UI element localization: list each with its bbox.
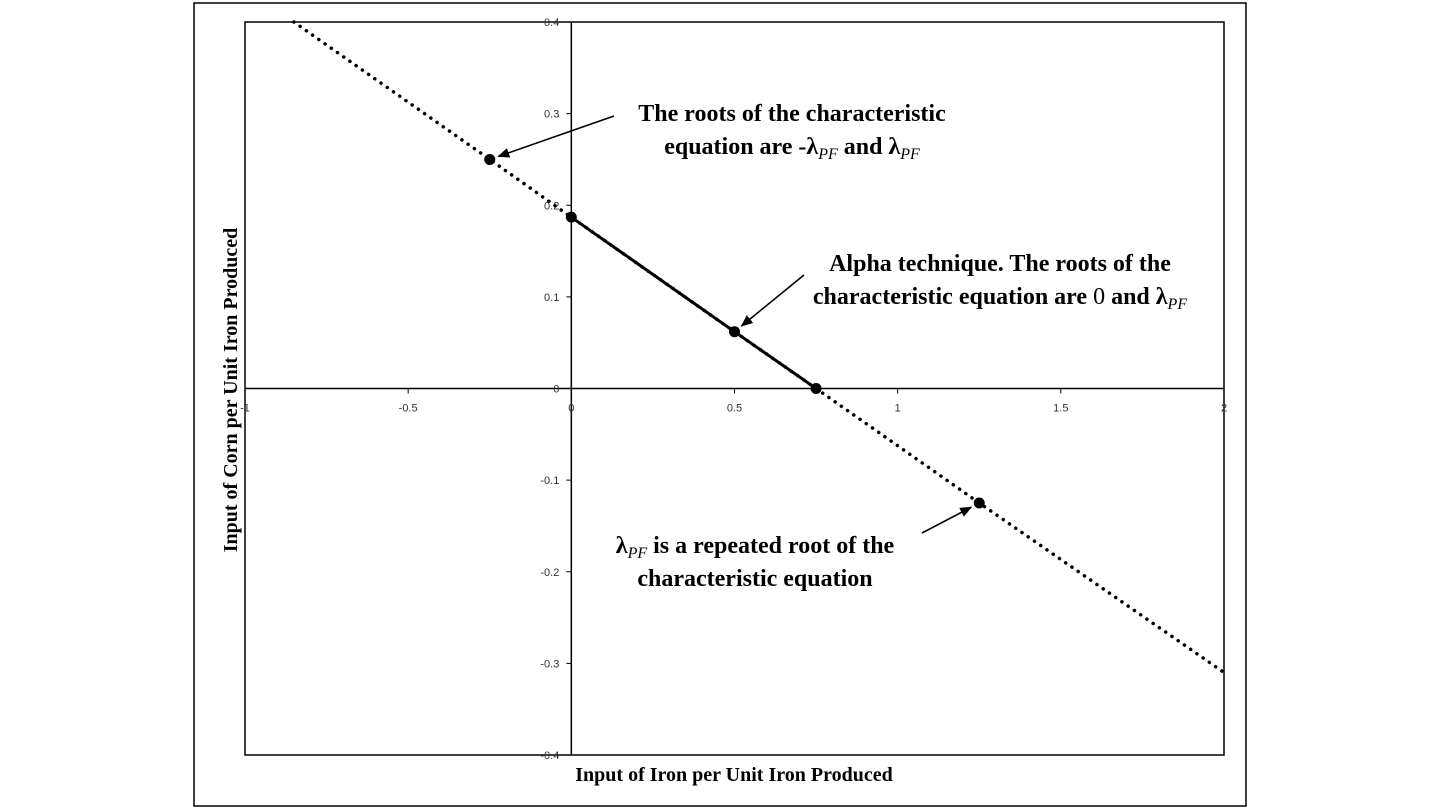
y-tick-label: 0 [553, 384, 559, 396]
annotation-text: The roots of the characteristic [638, 101, 946, 127]
annotation-arrow [921, 506, 973, 534]
data-point [565, 211, 577, 223]
annotation-segment: is a repeated root of the [647, 533, 894, 559]
y-tick-label: -0.2 [540, 567, 559, 579]
x-tick-label: 1.5 [1053, 403, 1068, 415]
data-point [729, 326, 740, 338]
x-tick-label: 1 [895, 403, 901, 415]
annotation-segment: λ [616, 533, 628, 559]
y-tick-label: 0.3 [544, 109, 559, 121]
data-point [484, 153, 496, 165]
annotation-arrow [497, 115, 615, 158]
data-points [484, 153, 985, 509]
annotation-segment: PF [817, 146, 838, 163]
annotation-text: equation are -λPF and λPF [664, 134, 920, 163]
annotation-segment: and λ [1105, 284, 1168, 310]
y-tick-label: -0.4 [540, 750, 559, 762]
annotation-text: characteristic equation are 0 and λPF [813, 284, 1187, 313]
x-tick-label: -1 [240, 403, 250, 415]
y-tick-label: 0.2 [544, 200, 559, 212]
annotation-segment: characteristic equation [637, 566, 872, 592]
annotation-text: Alpha technique. The roots of the [829, 251, 1171, 277]
x-tick-label: 0 [568, 403, 574, 415]
y-tick-label: -0.1 [540, 475, 559, 487]
y-tick-label: 0.1 [544, 292, 559, 304]
data-point [810, 383, 822, 394]
y-axis-title: Input of Corn per Unit Iron Produced [220, 228, 242, 553]
annotation-segment: PF [899, 146, 920, 163]
data-point [973, 497, 985, 509]
annotation-text: characteristic equation [637, 566, 872, 592]
x-tick-label: 2 [1221, 403, 1227, 415]
annotation-segment: and λ [838, 134, 901, 160]
annotation-segment: PF [627, 545, 648, 562]
annotation-segment: equation are -λ [664, 134, 818, 160]
annotations: The roots of the characteristic equation … [497, 101, 1187, 592]
y-tick-label: 0.4 [544, 17, 559, 29]
annotation-arrow [740, 274, 805, 327]
axes: -1 -0.5 0 0.5 1 1.5 2 -0.4 -0.3 -0.2 -0.1 0 0.1 0.2 0.… [240, 17, 1227, 762]
annotation-segment: PF [1167, 296, 1188, 313]
x-axis-title: Input of Iron per Unit Iron Produced [575, 764, 892, 786]
x-tick-label: 0.5 [727, 403, 742, 415]
annotation-segment: 0 [1093, 284, 1105, 310]
x-tick-label: -0.5 [399, 403, 418, 415]
solid-series-line [570, 215, 817, 390]
chart-outer-frame [193, 2, 1247, 807]
annotation-text: λPF is a repeated root of the [616, 533, 895, 562]
annotation-segment: Alpha technique. The roots of the [829, 251, 1171, 277]
annotation-segment: The roots of the characteristic [638, 101, 946, 127]
annotation-segment: characteristic equation are [813, 284, 1093, 310]
y-tick-label: -0.3 [540, 658, 559, 670]
